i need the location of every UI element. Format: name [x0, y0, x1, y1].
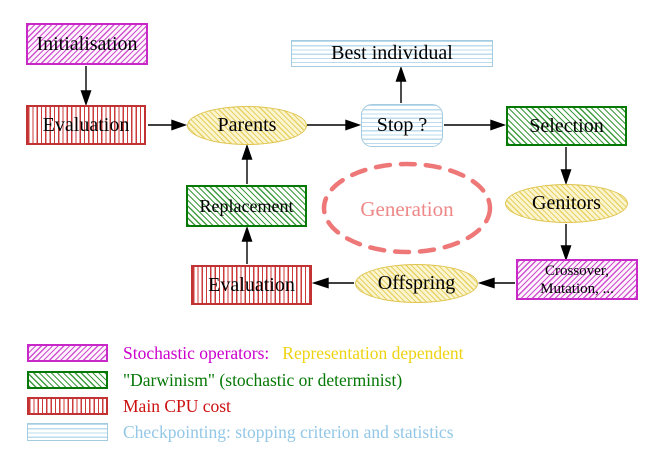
node-selection: Selection	[506, 106, 627, 146]
node-evaluation-top: Evaluation	[26, 105, 146, 145]
node-parents-label: Parents	[217, 114, 277, 136]
legend-label-darwinism: "Darwinism" (stochastic or determinist)	[123, 370, 403, 390]
node-evaluation-bottom: Evaluation	[191, 265, 312, 305]
legend-label-checkpointing: Checkpointing: stopping criterion and st…	[123, 422, 454, 442]
arrow-parents-to-stop	[307, 119, 362, 131]
legend-swatch-cpu-cost	[27, 397, 108, 415]
node-evaluation-top-label: Evaluation	[42, 113, 130, 136]
arrow-selection-to-genitors	[560, 147, 572, 186]
arrow-stop-to-best-individual	[395, 65, 407, 103]
arrow-replacement-to-parents	[241, 143, 253, 184]
node-crossover-line2: Mutation, ...	[540, 280, 614, 297]
generation-dashed-ellipse	[321, 161, 493, 255]
legend-row-cpu-cost: Main CPU cost	[123, 396, 231, 416]
node-crossover-line1: Crossover,	[545, 262, 609, 279]
node-replacement: Replacement	[186, 185, 307, 227]
node-replacement-label: Replacement	[199, 195, 294, 216]
generation-label: Generation	[360, 197, 454, 221]
node-offspring: Offspring	[355, 264, 478, 303]
arrow-stop-to-selection	[444, 119, 507, 131]
arrow-genitors-to-crossover	[560, 224, 572, 262]
node-evaluation-bottom-label: Evaluation	[208, 273, 295, 296]
legend-label-stochastic-operators: Stochastic operators:	[123, 343, 270, 363]
legend-label-representation-dependent: Representation dependent	[282, 343, 464, 363]
node-genitors: Genitors	[505, 184, 628, 223]
node-offspring-label: Offspring	[377, 272, 456, 294]
node-initialisation: Initialisation	[26, 23, 148, 65]
legend-label-cpu-cost: Main CPU cost	[123, 396, 231, 416]
arrow-offspring-to-evaluation	[311, 277, 354, 289]
node-crossover-mutation: Crossover, Mutation, ...	[516, 259, 638, 300]
arrow-initialisation-to-evaluation	[80, 66, 92, 107]
legend-row-stochastic-operators: Stochastic operators: Representation depe…	[123, 343, 464, 363]
node-best-individual-label: Best individual	[331, 42, 453, 64]
node-parents: Parents	[187, 106, 307, 145]
arrow-evaluation-to-replacement	[241, 225, 253, 264]
node-genitors-label: Genitors	[532, 192, 601, 214]
arrow-evaluation-to-parents	[148, 119, 188, 131]
legend-swatch-darwinism	[27, 371, 108, 389]
legend-swatch-stochastic-operators	[27, 344, 108, 362]
node-initialisation-label: Initialisation	[36, 32, 138, 55]
arrow-crossover-to-offspring	[477, 277, 515, 289]
legend-row-darwinism: "Darwinism" (stochastic or determinist)	[123, 370, 402, 390]
legend-swatch-checkpointing	[27, 423, 108, 441]
node-best-individual: Best individual	[291, 40, 493, 67]
node-stop: Stop ?	[361, 104, 443, 147]
node-stop-label: Stop ?	[376, 114, 428, 136]
legend-row-checkpointing: Checkpointing: stopping criterion and st…	[123, 422, 454, 442]
node-selection-label: Selection	[529, 114, 604, 137]
